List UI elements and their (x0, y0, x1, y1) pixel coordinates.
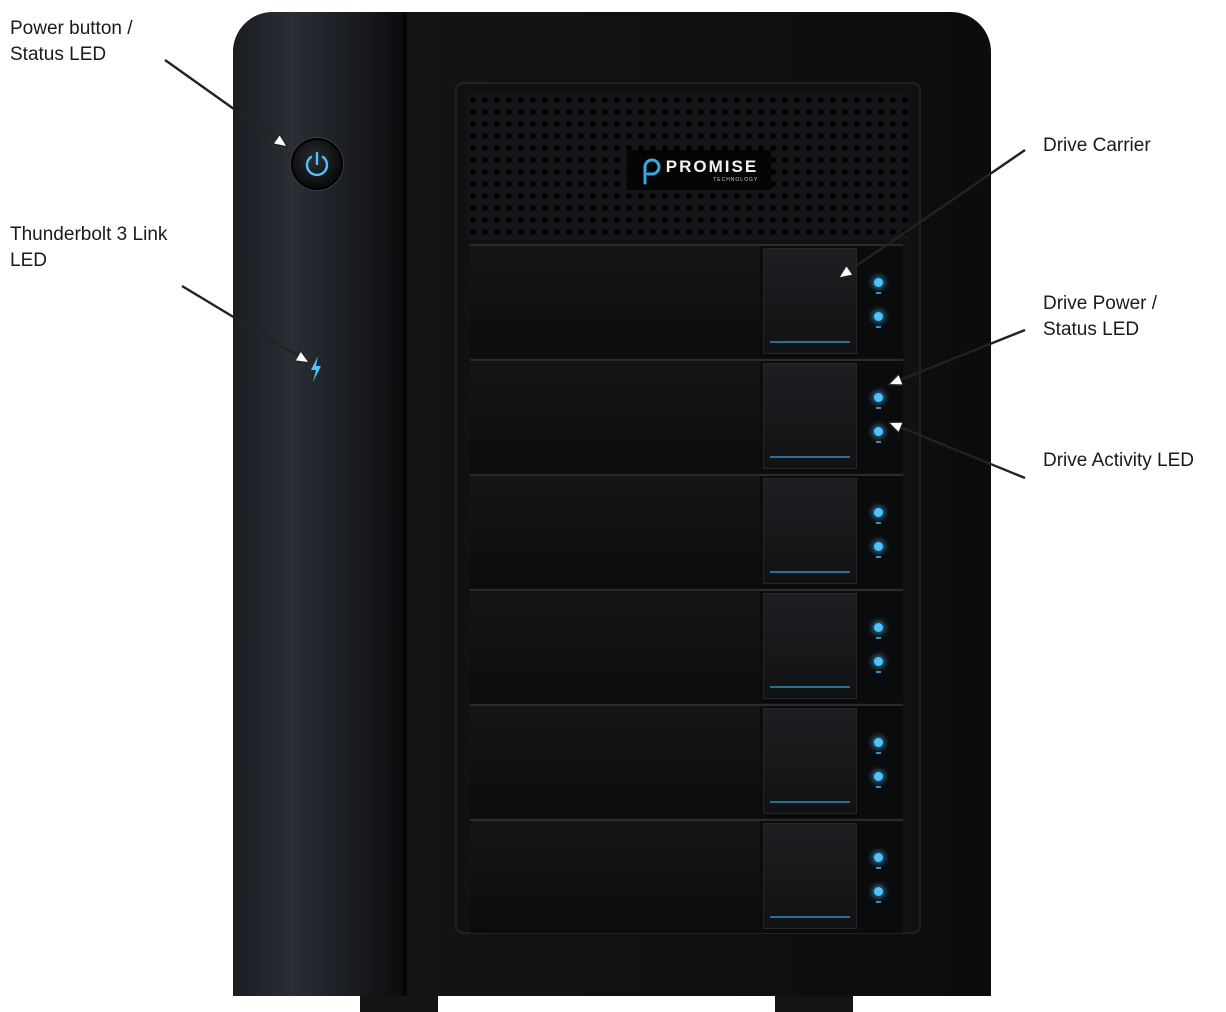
led-divider (876, 441, 881, 443)
drive-power-led (874, 853, 883, 862)
drive-power-led (874, 623, 883, 632)
drive-carrier[interactable] (470, 821, 760, 933)
led-divider (876, 867, 881, 869)
drive-power-led (874, 508, 883, 517)
drive-activity-led (874, 772, 883, 781)
led-divider (876, 671, 881, 673)
led-divider (876, 292, 881, 294)
logo-mark-icon (643, 158, 661, 185)
led-divider (876, 786, 881, 788)
carrier-handle[interactable] (763, 708, 857, 814)
promise-logo: PROMISE TECHNOLOGY (627, 150, 771, 190)
led-strip (860, 248, 900, 352)
led-divider (876, 407, 881, 409)
logo-sub: TECHNOLOGY (713, 177, 759, 183)
led-divider (876, 901, 881, 903)
led-strip (860, 708, 900, 812)
left-panel (233, 12, 407, 996)
label-line: Drive Activity LED (1043, 450, 1194, 471)
led-strip (860, 478, 900, 582)
enclosure-foot (775, 996, 853, 1012)
handle-accent (770, 801, 850, 803)
enclosure-foot (360, 996, 438, 1012)
drive-activity-led (874, 657, 883, 666)
label-line: Drive Carrier (1043, 135, 1151, 156)
drive-activity-led (874, 427, 883, 436)
label-drive-power-led: Drive Power / Status LED (1043, 291, 1157, 343)
drive-bay-1[interactable] (470, 244, 903, 358)
handle-accent (770, 916, 850, 918)
label-line: Status LED (10, 44, 107, 65)
drive-power-led (874, 393, 883, 402)
drive-carrier[interactable] (470, 706, 760, 818)
carrier-handle[interactable] (763, 593, 857, 699)
led-divider (876, 522, 881, 524)
drive-bay-2[interactable] (470, 359, 903, 473)
label-drive-carrier: Drive Carrier (1043, 133, 1151, 159)
logo-brand: PROMISE (665, 157, 759, 176)
label-line: Drive Power / (1043, 293, 1158, 314)
power-icon (305, 151, 329, 177)
handle-accent (770, 686, 850, 688)
storage-enclosure: PROMISE TECHNOLOGY (233, 12, 991, 996)
drive-activity-led (874, 312, 883, 321)
label-line: Thunderbolt 3 Link (10, 224, 168, 245)
power-button[interactable] (291, 138, 343, 190)
handle-accent (770, 341, 850, 343)
drive-carrier[interactable] (470, 246, 760, 358)
thunderbolt-icon (309, 356, 323, 387)
drive-bay-4[interactable] (470, 589, 903, 703)
led-divider (876, 752, 881, 754)
label-line: Power button / (10, 18, 133, 39)
carrier-handle[interactable] (763, 823, 857, 929)
drive-power-led (874, 278, 883, 287)
led-divider (876, 326, 881, 328)
front-bezel: PROMISE TECHNOLOGY (455, 82, 921, 934)
label-thunderbolt-led: Thunderbolt 3 Link LED (10, 222, 167, 274)
vent-grille: PROMISE TECHNOLOGY (467, 94, 909, 240)
led-divider (876, 556, 881, 558)
drive-bay-3[interactable] (470, 474, 903, 588)
led-strip (860, 363, 900, 467)
led-strip (860, 593, 900, 697)
drive-bay-5[interactable] (470, 704, 903, 818)
drive-carrier[interactable] (470, 361, 760, 473)
led-divider (876, 637, 881, 639)
handle-accent (770, 456, 850, 458)
label-drive-activity-led: Drive Activity LED (1043, 448, 1194, 474)
drive-activity-led (874, 542, 883, 551)
drive-carrier[interactable] (470, 476, 760, 588)
led-strip (860, 823, 900, 927)
drive-activity-led (874, 887, 883, 896)
drive-bay-6[interactable] (470, 819, 903, 933)
drive-power-led (874, 738, 883, 747)
label-line: LED (10, 250, 47, 271)
carrier-handle[interactable] (763, 248, 857, 354)
label-line: Status LED (1043, 319, 1140, 340)
label-power-button: Power button / Status LED (10, 16, 133, 68)
drive-carrier[interactable] (470, 591, 760, 703)
carrier-handle[interactable] (763, 363, 857, 469)
carrier-handle[interactable] (763, 478, 857, 584)
handle-accent (770, 571, 850, 573)
